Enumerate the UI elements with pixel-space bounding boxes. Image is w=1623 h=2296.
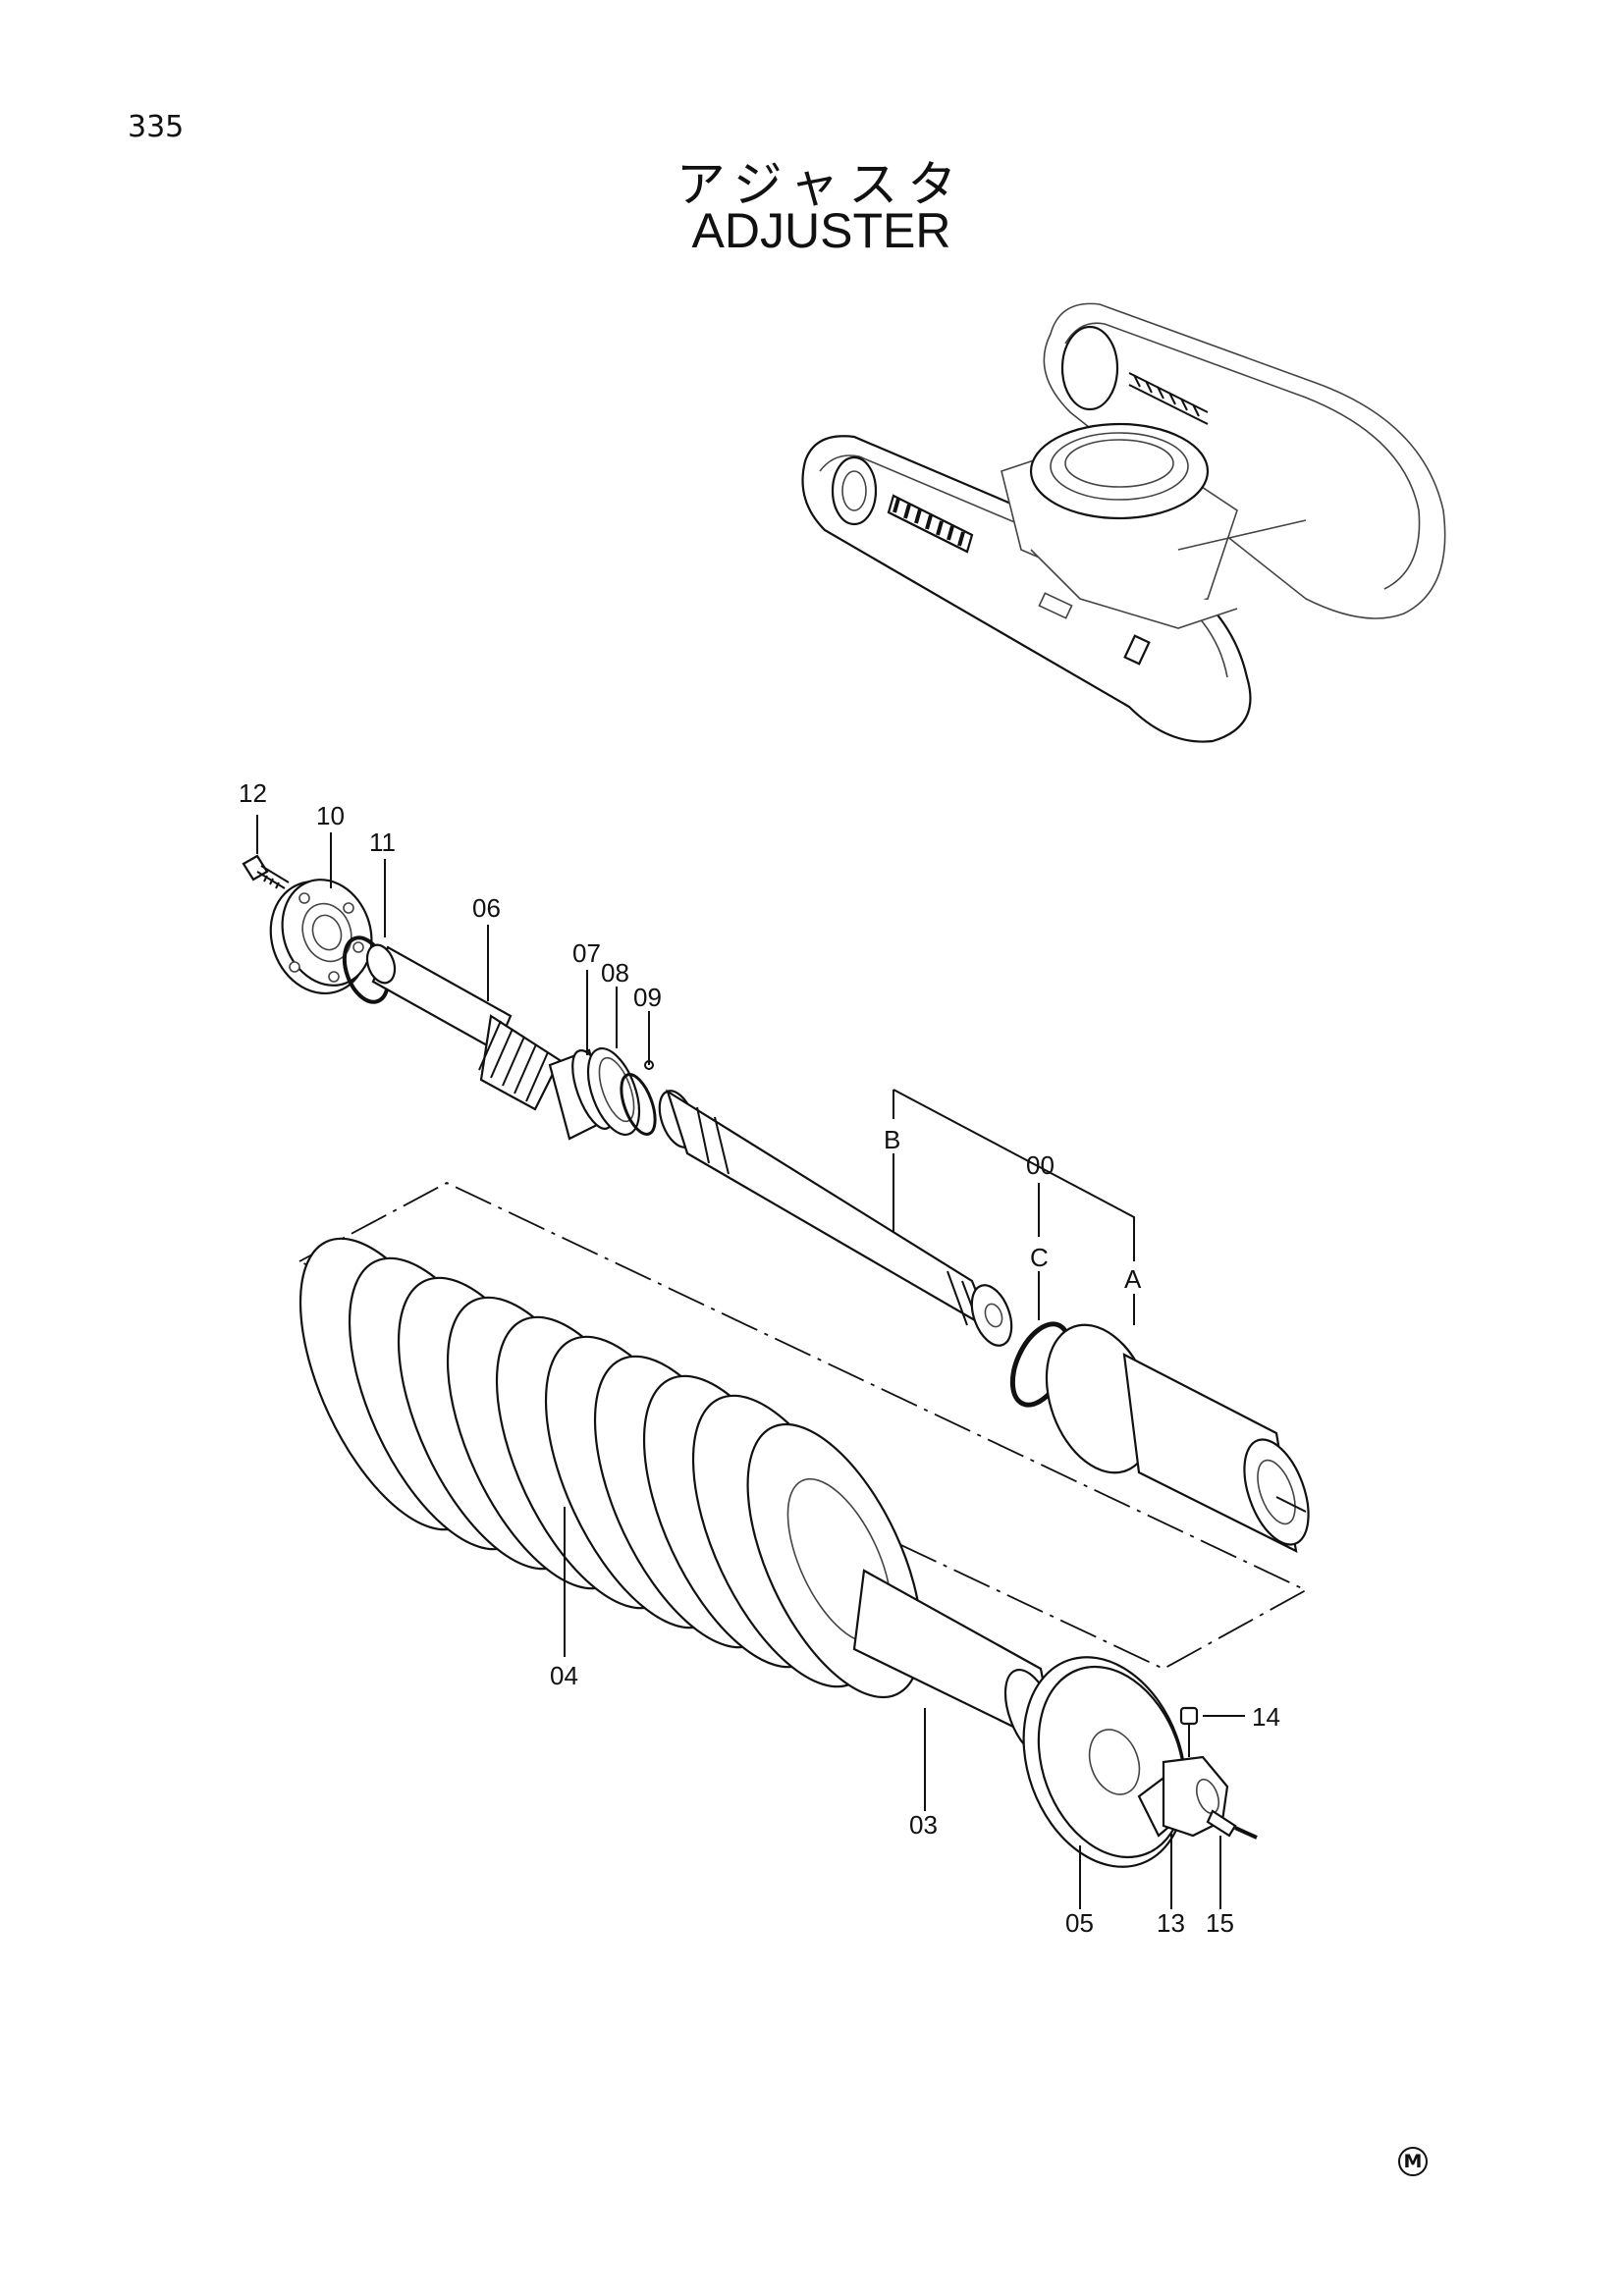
callout-A: A	[1124, 1264, 1142, 1294]
callout-11: 11	[369, 828, 396, 857]
callout-03: 03	[909, 1810, 938, 1840]
callout-labels: 12 10 11 06 07 08 09 B 00 C A 04 14 03 0…	[239, 778, 1280, 1938]
callout-08: 08	[601, 958, 629, 988]
callout-09: 09	[633, 983, 662, 1012]
part-15-grease-fitting	[1206, 1809, 1258, 1840]
page-number: 335	[128, 110, 185, 144]
callout-00: 00	[1026, 1150, 1055, 1180]
undercarriage-overview	[801, 302, 1446, 743]
far-spring-icon	[1128, 372, 1209, 425]
callout-13: 13	[1157, 1908, 1185, 1938]
callout-C: C	[1030, 1243, 1049, 1272]
callout-05: 05	[1065, 1908, 1094, 1938]
callout-14: 14	[1252, 1702, 1280, 1732]
part-A-cylinder	[1045, 1323, 1310, 1553]
part-10-flange	[269, 879, 373, 995]
callout-07: 07	[572, 938, 601, 968]
callout-12: 12	[239, 778, 267, 808]
callout-06: 06	[472, 893, 501, 923]
callout-04: 04	[550, 1661, 578, 1690]
part-04-spring	[298, 1237, 923, 1699]
leader-lines	[256, 815, 1245, 1909]
assembly-bracket-00	[893, 1089, 1135, 1325]
near-spring-icon	[887, 494, 974, 554]
maker-mark: M	[1398, 2147, 1428, 2176]
part-06-rod	[365, 943, 562, 1111]
part-14-plug	[1179, 1706, 1199, 1757]
callout-10: 10	[316, 801, 345, 830]
callout-15: 15	[1206, 1908, 1234, 1938]
title-japanese: アジャスタ	[676, 156, 967, 213]
callout-B: B	[884, 1125, 900, 1154]
part-B-piston-rod	[658, 1089, 1013, 1347]
part-12-bolt	[242, 854, 290, 889]
title-english: ADJUSTER	[691, 203, 951, 258]
